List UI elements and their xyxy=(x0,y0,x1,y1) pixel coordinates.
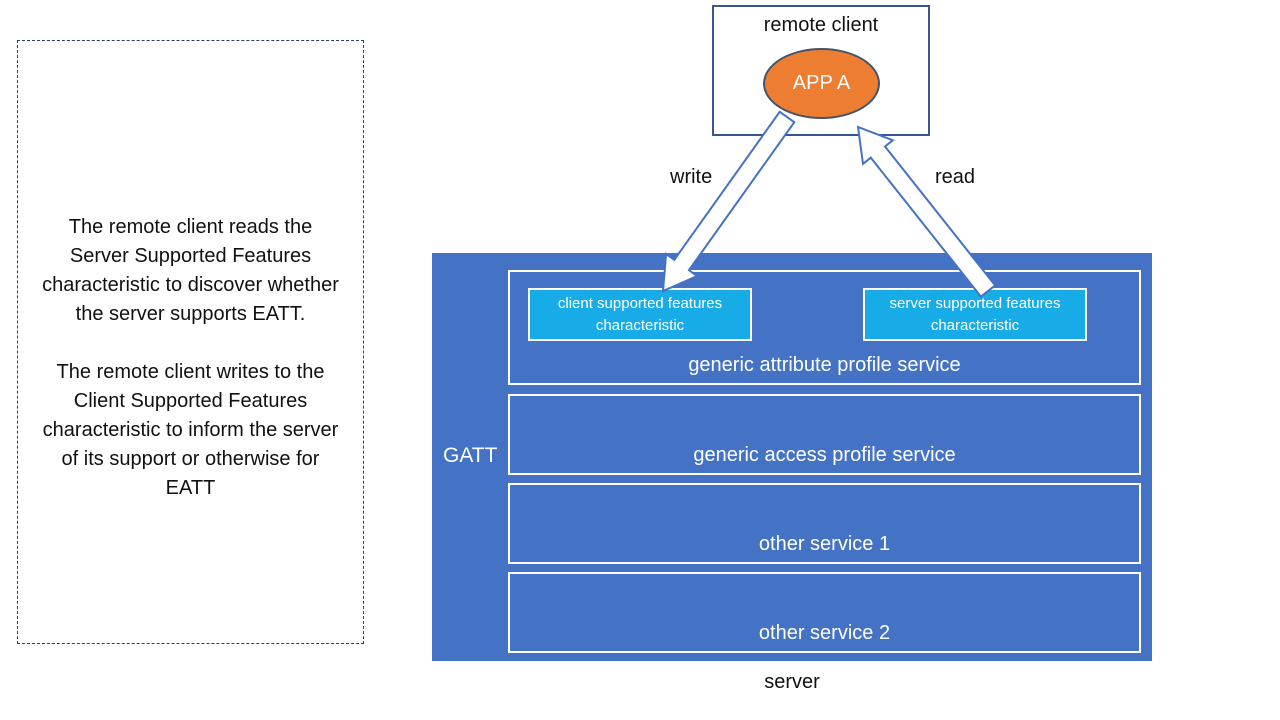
generic-access-profile-service-box: generic access profile service xyxy=(508,394,1141,475)
server-supported-features-label: server supported features characteristic xyxy=(889,294,1061,334)
client-supported-features-characteristic-box: client supported features characteristic xyxy=(528,288,752,341)
client-supported-features-label: client supported features characteristic xyxy=(557,294,723,334)
generic-attribute-profile-service-box: client supported features characteristic… xyxy=(508,270,1141,385)
gatt-label: GATT xyxy=(443,444,498,467)
write-label: write xyxy=(670,166,713,188)
generic-attribute-profile-service-label: generic attribute profile service xyxy=(688,354,961,376)
app-a-label: APP A xyxy=(792,72,851,94)
server-caption: server xyxy=(764,671,820,693)
other-service-2-box: other service 2 xyxy=(508,572,1141,653)
note-box: The remote client reads the Server Suppo… xyxy=(17,40,364,644)
remote-client-title: remote client xyxy=(763,14,879,36)
other-service-1-box: other service 1 xyxy=(508,483,1141,564)
generic-access-profile-service-label: generic access profile service xyxy=(693,444,956,466)
note-paragraph-write: The remote client writes to the Client S… xyxy=(42,361,339,499)
remote-client-box: remote client APP A xyxy=(712,5,930,136)
other-service-1-label: other service 1 xyxy=(758,533,891,555)
app-a-ellipse: APP A xyxy=(763,48,880,119)
other-service-2-label: other service 2 xyxy=(758,622,891,644)
server-supported-features-characteristic-box: server supported features characteristic xyxy=(863,288,1087,341)
gatt-server-box: GATT client supported features character… xyxy=(432,253,1152,661)
note-paragraph-read: The remote client reads the Server Suppo… xyxy=(42,216,339,325)
read-label: read xyxy=(935,166,976,188)
